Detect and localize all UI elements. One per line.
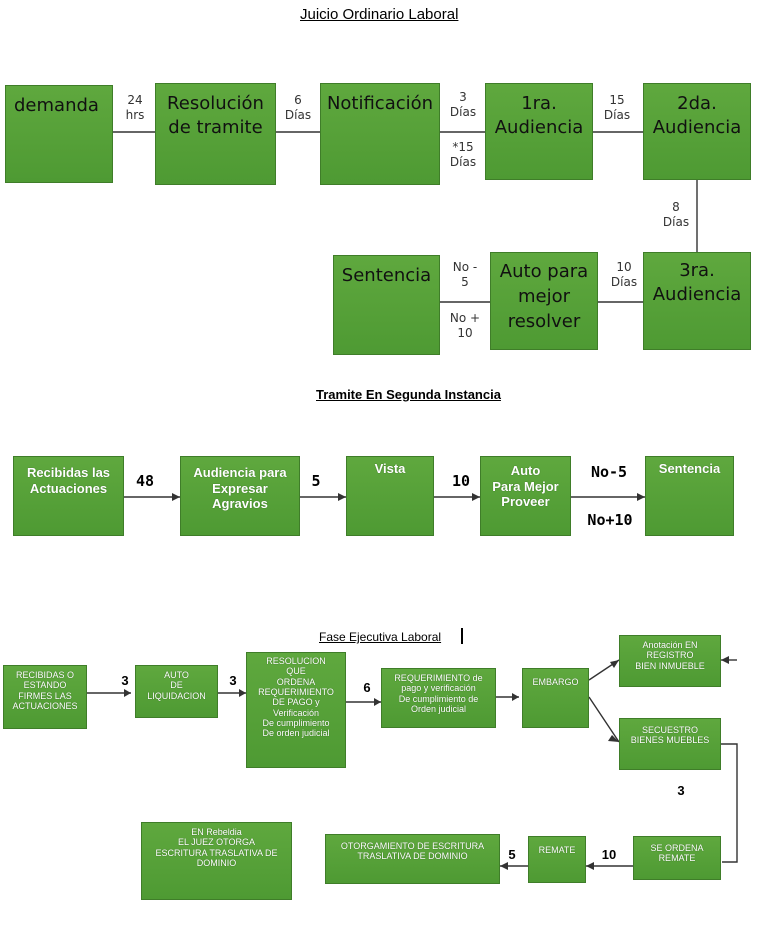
label-5: 5 <box>311 472 321 490</box>
resolucion-ordena-box: RESOLUCION QUE ORDENA REQUERIMIENTO DE P… <box>246 652 346 768</box>
label-3-liquidacion: 3 <box>121 673 129 688</box>
se-ordena-remate-box: SE ORDENA REMATE <box>633 836 721 880</box>
label-10-dias: 10 Días <box>610 260 638 289</box>
label-48: 48 <box>135 472 155 490</box>
label-6-dias: 6 Días <box>284 93 312 122</box>
label-10: 10 <box>451 472 471 490</box>
anotacion-registro-box: Anotación EN REGISTRO BIEN INMUEBLE <box>619 635 721 687</box>
label-10-remate: 10 <box>601 847 617 862</box>
remate-box: REMATE <box>528 836 586 883</box>
label-15-dias: 15 Días <box>603 93 631 122</box>
demanda-box: demanda <box>5 85 113 183</box>
segunda-audiencia-box: 2da. Audiencia <box>643 83 751 180</box>
auto-mejor-resolver-box: Auto para mejor resolver <box>490 252 598 350</box>
secuestro-bienes-box: SECUESTRO BIENES MUEBLES <box>619 718 721 770</box>
label-5-otorgamiento: 5 <box>508 847 516 862</box>
primera-audiencia-box: 1ra. Audiencia <box>485 83 593 180</box>
requerimiento-pago-box: REQUERIMIENTO de pago y verificación De … <box>381 668 496 728</box>
tercera-audiencia-box: 3ra. Audiencia <box>643 252 751 350</box>
sentencia-box: Sentencia <box>333 255 440 355</box>
notificacion-box: Notificación <box>320 83 440 185</box>
auto-liquidacion-box: AUTO DE LIQUIDACION <box>135 665 218 718</box>
sentencia-segunda-box: Sentencia <box>645 456 734 536</box>
label-3-resolucion: 3 <box>229 673 237 688</box>
label-no-5: No-5 <box>590 463 628 481</box>
section3-title: Fase Ejecutiva Laboral <box>319 630 442 644</box>
embargo-box: EMBARGO <box>522 668 589 728</box>
vista-box: Vista <box>346 456 434 536</box>
section2-title: Tramite En Segunda Instancia <box>316 387 501 402</box>
label-15-dias-star: *15 Días <box>449 140 477 169</box>
label-6-requerimiento: 6 <box>363 680 371 695</box>
rebeldia-juez-box: EN Rebeldia EL JUEZ OTORGA ESCRITURA TRA… <box>141 822 292 900</box>
auto-mejor-proveer-box: Auto Para Mejor Proveer <box>480 456 571 536</box>
resolucion-tramite-box: Resolución de tramite <box>155 83 276 185</box>
label-3-dias: 3 Días <box>449 90 477 119</box>
label-no-mas-10: No + 10 <box>449 311 481 340</box>
text-cursor <box>461 628 463 644</box>
label-no-menos-5: No - 5 <box>452 260 478 289</box>
label-3-remate: 3 <box>677 783 685 798</box>
label-no-10: No+10 <box>587 511 633 529</box>
audiencia-agravios-box: Audiencia para Expresar Agravios <box>180 456 300 536</box>
section1-title: Juicio Ordinario Laboral <box>300 6 459 23</box>
otorgamiento-escritura-box: OTORGAMIENTO DE ESCRITURA TRASLATIVA DE … <box>325 834 500 884</box>
label-24-hrs: 24 hrs <box>125 93 145 122</box>
label-8-dias: 8 Días <box>662 200 690 229</box>
recibidas-firmes-box: RECIBIDAS O ESTANDO FIRMES LAS ACTUACION… <box>3 665 87 729</box>
recibidas-actuaciones-box: Recibidas las Actuaciones <box>13 456 124 536</box>
